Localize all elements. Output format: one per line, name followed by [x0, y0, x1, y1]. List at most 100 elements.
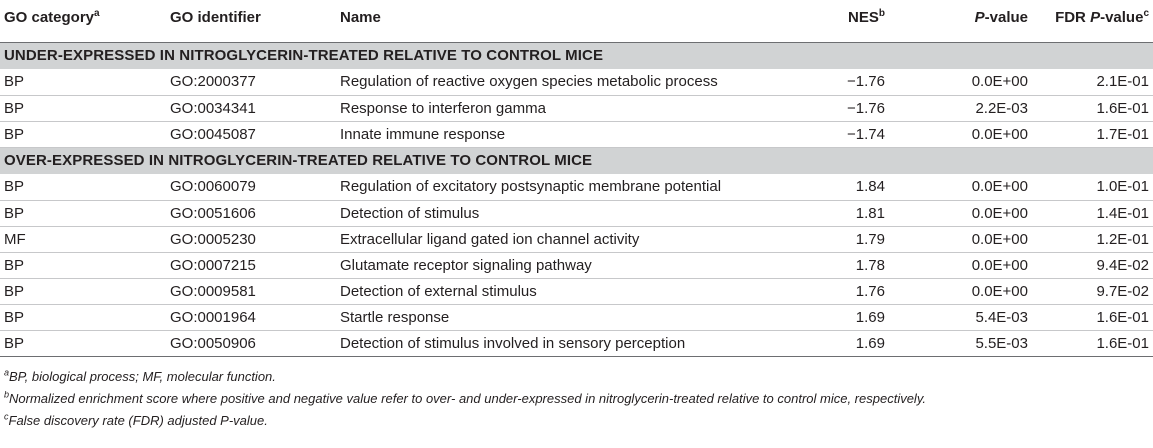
header-fdr-rest: -value: [1100, 9, 1144, 26]
cell-p-value: 0.0E+00: [971, 204, 1028, 222]
cell-p-value: 0.0E+00: [971, 230, 1028, 248]
cell-fdr-p-value: 1.7E-01: [1096, 125, 1149, 143]
cell-go-identifier: GO:2000377: [170, 73, 256, 91]
cell-nes: 1.81: [855, 204, 885, 222]
header-go-category: GO categorya: [0, 0, 170, 42]
cell-nes: −1.76: [847, 73, 885, 91]
header-row: GO categorya GO identifier Name NESb P-v…: [0, 0, 1153, 42]
section-title: OVER-EXPRESSED IN NITROGLYCERIN-TREATED …: [4, 152, 593, 170]
table-row: BP GO:0050906 Detection of stimulus involv…: [0, 330, 1153, 356]
table-row: BP GO:0007215 Glutamate receptor signaling…: [0, 252, 1153, 278]
cell-nes: −1.74: [847, 125, 885, 143]
footnote-text: Normalized enrichment score where positi…: [9, 390, 926, 406]
cell-p-value: 5.5E-03: [975, 334, 1028, 352]
table-row: MF GO:0005230 Extracellular ligand gated i…: [0, 226, 1153, 252]
table-row: BP GO:0060079 Regulation of excitatory pos…: [0, 174, 1153, 200]
footnote-c: cFalse discovery rate (FDR) adjusted P-v…: [4, 410, 1145, 432]
cell-go-identifier: GO:0050906: [170, 334, 256, 352]
cell-nes: 1.78: [855, 256, 885, 274]
cell-fdr-p-value: 1.6E-01: [1096, 308, 1149, 326]
footnote-mark-c: c: [1143, 8, 1149, 19]
cell-go-category: BP: [4, 334, 25, 352]
header-nes-text: NES: [848, 9, 879, 26]
cell-go-category: BP: [4, 99, 25, 117]
header-go-identifier: GO identifier: [170, 9, 261, 26]
cell-go-category: BP: [4, 308, 25, 326]
table-body: UNDER-EXPRESSED IN NITROGLYCERIN-TREATED…: [0, 42, 1153, 356]
cell-fdr-p-value: 1.0E-01: [1096, 178, 1149, 196]
cell-fdr-p-value: 9.7E-02: [1096, 282, 1149, 300]
cell-fdr-p-value: 1.6E-01: [1096, 334, 1149, 352]
footnote-text: BP, biological process; MF, molecular fu…: [9, 368, 276, 384]
table-footnotes: aBP, biological process; MF, molecular f…: [0, 366, 1145, 432]
header-go-category-text: GO category: [4, 9, 95, 26]
cell-p-value: 2.2E-03: [975, 99, 1028, 117]
cell-name: Innate immune response: [340, 125, 506, 143]
cell-go-identifier: GO:0009581: [170, 282, 256, 300]
cell-nes: 1.84: [855, 178, 885, 196]
cell-go-identifier: GO:0051606: [170, 204, 256, 222]
cell-p-value: 0.0E+00: [971, 282, 1028, 300]
cell-fdr-p-value: 9.4E-02: [1096, 256, 1149, 274]
cell-nes: −1.76: [847, 99, 885, 117]
section-row: UNDER-EXPRESSED IN NITROGLYCERIN-TREATED…: [0, 42, 1153, 69]
cell-fdr-p-value: 1.2E-01: [1096, 230, 1149, 248]
table-row: BP GO:0001964 Startle response 1.69 5.4E-03 1…: [0, 304, 1153, 330]
cell-name: Extracellular ligand gated ion channel a…: [340, 230, 640, 248]
footnote-marker: a: [4, 367, 10, 378]
footnote-mark-a: a: [94, 8, 100, 19]
cell-name: Detection of stimulus involved in sensor…: [340, 334, 686, 352]
footnote-text: False discovery rate (FDR) adjusted P-va…: [8, 412, 268, 428]
cell-nes: 1.76: [855, 282, 885, 300]
cell-go-category: BP: [4, 282, 25, 300]
table-row: BP GO:0045087 Innate immune response −1.74 0…: [0, 121, 1153, 147]
header-p-value: P-value: [885, 0, 1028, 42]
table-row: BP GO:0009581 Detection of external stimul…: [0, 278, 1153, 304]
footnote-a: aBP, biological process; MF, molecular f…: [4, 366, 1145, 388]
footnote-b: bNormalized enrichment score where posit…: [4, 388, 1145, 410]
cell-go-identifier: GO:0060079: [170, 178, 256, 196]
cell-go-category: BP: [4, 178, 25, 196]
go-enrichment-table: GO categorya GO identifier Name NESb P-v…: [0, 0, 1153, 356]
cell-name: Response to interferon gamma: [340, 99, 546, 117]
cell-nes: 1.69: [855, 308, 885, 326]
cell-fdr-p-value: 1.4E-01: [1096, 204, 1149, 222]
cell-p-value: 0.0E+00: [971, 256, 1028, 274]
header-p-italic: P: [974, 9, 985, 26]
cell-go-category: BP: [4, 125, 25, 143]
cell-go-category: BP: [4, 73, 25, 91]
section-row: OVER-EXPRESSED IN NITROGLYCERIN-TREATED …: [0, 147, 1153, 174]
table-row: BP GO:0034341 Response to interferon gamma…: [0, 95, 1153, 121]
cell-go-category: BP: [4, 204, 25, 222]
cell-go-identifier: GO:0045087: [170, 125, 256, 143]
header-name: Name: [340, 9, 381, 26]
cell-p-value: 5.4E-03: [975, 308, 1028, 326]
cell-go-identifier: GO:0034341: [170, 99, 256, 117]
cell-go-category: MF: [4, 230, 26, 248]
footnote-marker: b: [4, 389, 10, 400]
cell-go-identifier: GO:0005230: [170, 230, 256, 248]
footnote-mark-b: b: [878, 8, 885, 19]
header-fdr-p-value: FDR P-valuec: [1028, 0, 1153, 42]
header-fdr-prefix: FDR: [1055, 9, 1091, 26]
header-p-rest: -value: [984, 9, 1028, 26]
cell-name: Detection of external stimulus: [340, 282, 537, 300]
cell-fdr-p-value: 1.6E-01: [1096, 99, 1149, 117]
cell-p-value: 0.0E+00: [971, 178, 1028, 196]
header-fdr-p-italic: P: [1090, 9, 1101, 26]
cell-nes: 1.79: [855, 230, 885, 248]
cell-go-category: BP: [4, 256, 25, 274]
cell-name: Startle response: [340, 308, 450, 326]
cell-nes: 1.69: [855, 334, 885, 352]
cell-go-identifier: GO:0001964: [170, 308, 256, 326]
footnote-marker: c: [4, 411, 9, 422]
cell-name: Glutamate receptor signaling pathway: [340, 256, 592, 274]
cell-name: Regulation of excitatory postsynaptic me…: [340, 178, 722, 196]
cell-p-value: 0.0E+00: [971, 73, 1028, 91]
cell-fdr-p-value: 2.1E-01: [1096, 73, 1149, 91]
cell-go-identifier: GO:0007215: [170, 256, 256, 274]
header-nes: NESb: [800, 0, 885, 42]
cell-p-value: 0.0E+00: [971, 125, 1028, 143]
